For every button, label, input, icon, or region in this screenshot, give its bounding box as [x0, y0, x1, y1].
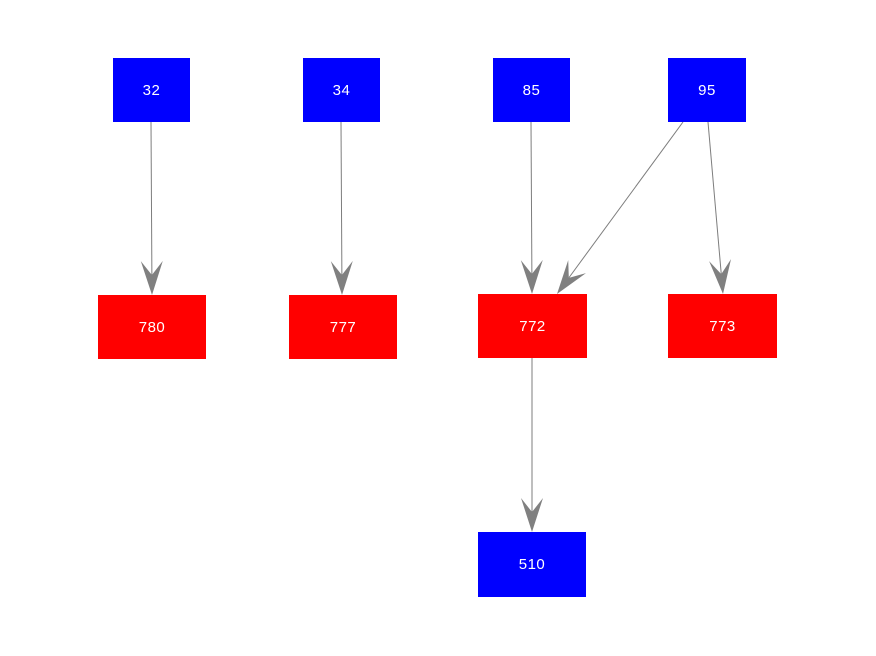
arrowhead-icon — [520, 259, 543, 294]
node-32[interactable]: 32 — [113, 58, 190, 122]
node-510[interactable]: 510 — [478, 532, 586, 597]
arrowhead-icon — [521, 498, 543, 532]
edge-85-772 — [520, 121, 543, 294]
arrowhead-icon — [709, 259, 732, 294]
arrowhead-icon — [330, 260, 353, 295]
edge-32-780 — [140, 121, 163, 295]
node-777[interactable]: 777 — [289, 295, 397, 359]
arrowhead-icon — [140, 260, 163, 295]
edge-772-510 — [521, 358, 543, 532]
node-780[interactable]: 780 — [98, 295, 206, 359]
edge-95-773 — [707, 121, 732, 294]
arrowhead-icon — [557, 260, 586, 294]
node-85[interactable]: 85 — [493, 58, 570, 122]
edge-95-772 — [557, 121, 684, 294]
edge-34-777 — [330, 121, 353, 295]
node-772[interactable]: 772 — [478, 294, 587, 358]
node-773[interactable]: 773 — [668, 294, 777, 358]
node-34[interactable]: 34 — [303, 58, 380, 122]
node-95[interactable]: 95 — [668, 58, 746, 122]
